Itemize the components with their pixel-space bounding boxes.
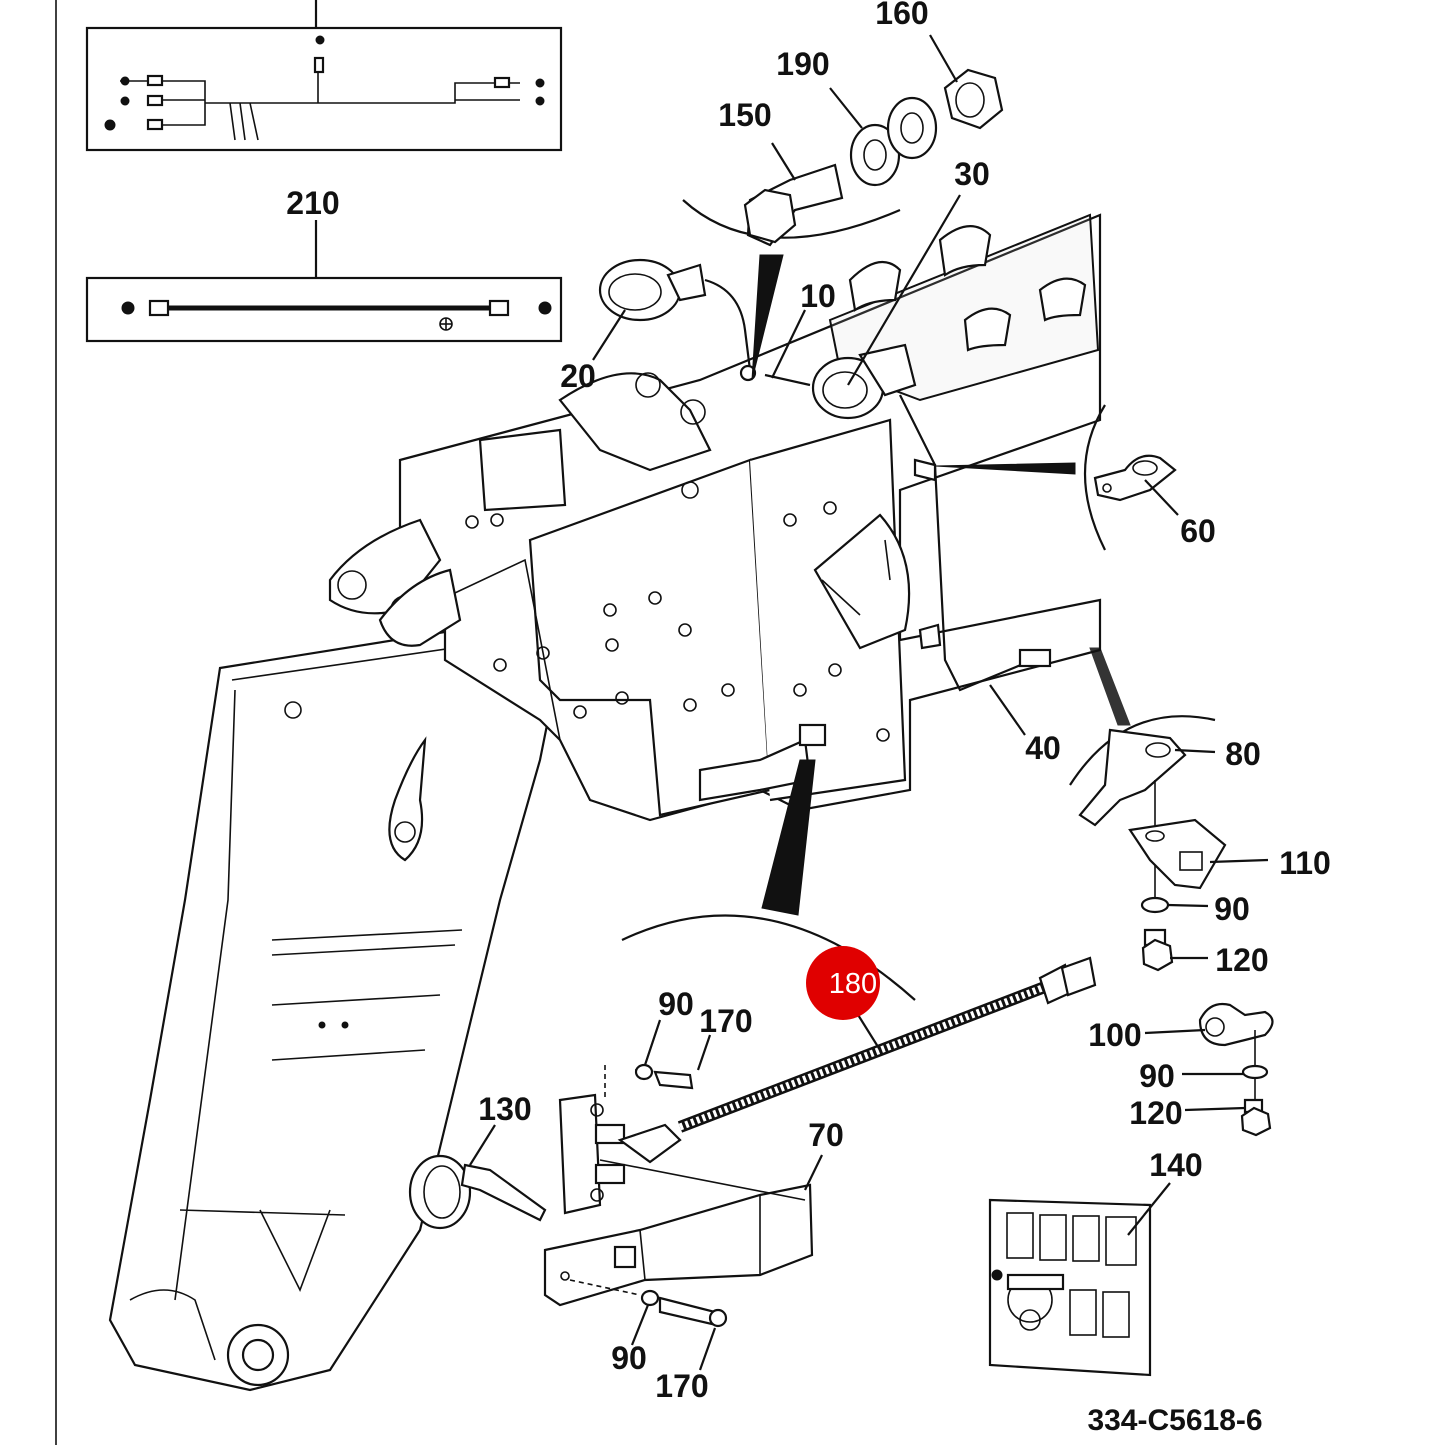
main-frame — [328, 213, 1102, 822]
callout-120-a: 120 — [1215, 942, 1268, 978]
callout-90-c: 90 — [658, 986, 694, 1022]
callout-10: 10 — [800, 278, 836, 314]
switch-panel-140 — [988, 1198, 1152, 1377]
detail-180 — [408, 759, 1097, 1328]
detail-80-110 — [1069, 647, 1227, 972]
harness-210-box — [85, 220, 563, 343]
callout-20: 20 — [560, 358, 596, 394]
detail-100 — [1198, 1002, 1274, 1137]
callout-170-a: 170 — [699, 1003, 752, 1039]
callout-80: 80 — [1225, 736, 1261, 772]
callout-70: 70 — [808, 1117, 844, 1153]
callout-150: 150 — [718, 97, 771, 133]
harness-main-box — [85, 0, 563, 152]
callout-100: 100 — [1088, 1017, 1141, 1053]
callout-60: 60 — [1180, 513, 1216, 549]
callout-190: 190 — [776, 46, 829, 82]
callout-160: 160 — [875, 0, 928, 31]
drawing-number: 334-C5618-6 — [1087, 1404, 1262, 1437]
callout-130: 130 — [478, 1091, 531, 1127]
callout-90-a: 90 — [1214, 891, 1250, 927]
detail-60 — [934, 404, 1177, 551]
callout-110: 110 — [1279, 845, 1331, 881]
callout-170-b: 170 — [655, 1368, 708, 1404]
leader-lines — [469, 34, 1269, 1371]
callout-90-b: 90 — [1139, 1058, 1175, 1094]
callout-120-b: 120 — [1129, 1095, 1182, 1131]
work-lamps — [598, 258, 1052, 692]
callout-140: 140 — [1149, 1147, 1202, 1183]
callout-40: 40 — [1025, 730, 1061, 766]
callout-30: 30 — [954, 156, 990, 192]
highlight-marker — [806, 946, 880, 1020]
loader-arm — [108, 618, 550, 1392]
callout-210: 210 — [286, 185, 339, 221]
callout-180: 180 — [829, 968, 877, 1000]
detail-top-hardware — [682, 68, 1004, 381]
callout-90-d: 90 — [611, 1340, 647, 1376]
